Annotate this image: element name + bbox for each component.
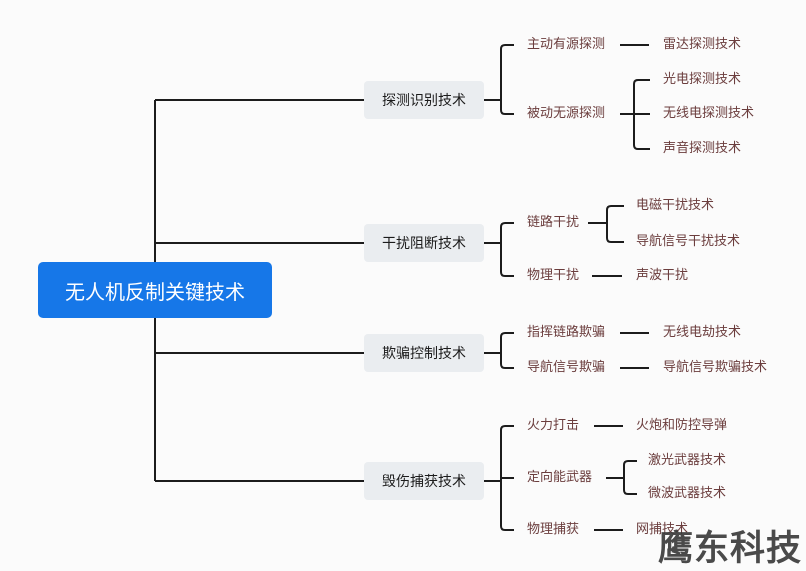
watermark: 鹰东科技 — [657, 529, 802, 569]
branch-node[interactable]: 欺骗控制技术 — [364, 334, 484, 372]
leaf-node[interactable]: 导航信号欺骗技术 — [663, 360, 768, 375]
subtopic-node[interactable]: 链路干扰 — [527, 215, 580, 230]
leaf-node[interactable]: 火炮和防控导弹 — [636, 418, 728, 433]
b4-c2-bracket — [623, 460, 637, 495]
b2-c1-bracket — [606, 205, 624, 243]
subtopic-node[interactable]: 定向能武器 — [527, 470, 593, 485]
leaf-node[interactable]: 无线电探测技术 — [663, 106, 755, 121]
subtopic-node[interactable]: 物理捕获 — [527, 522, 580, 537]
subtopic-node[interactable]: 指挥链路欺骗 — [527, 325, 606, 340]
subtopic-node[interactable]: 主动有源探测 — [527, 37, 606, 52]
branch-node[interactable]: 探测识别技术 — [364, 81, 484, 119]
subtopic-node[interactable]: 物理干扰 — [527, 268, 580, 283]
leaf-node[interactable]: 导航信号干扰技术 — [636, 234, 741, 249]
leaf-node[interactable]: 电磁干扰技术 — [636, 198, 715, 213]
b1-bracket — [500, 44, 514, 115]
leaf-node[interactable]: 雷达探测技术 — [663, 37, 742, 52]
root-node[interactable]: 无人机反制关键技术 — [38, 262, 272, 318]
subtopic-node[interactable]: 被动无源探测 — [527, 106, 606, 121]
leaf-node[interactable]: 网捕技术 — [636, 522, 689, 537]
branch-node[interactable]: 毁伤捕获技术 — [364, 462, 484, 500]
subtopic-node[interactable]: 导航信号欺骗 — [527, 360, 606, 375]
leaf-node[interactable]: 无线电劫技术 — [663, 325, 742, 340]
leaf-node[interactable]: 声音探测技术 — [663, 141, 742, 156]
b3-bracket — [500, 332, 514, 369]
leaf-node[interactable]: 激光武器技术 — [648, 453, 727, 468]
leaf-node[interactable]: 微波武器技术 — [648, 486, 727, 501]
subtopic-node[interactable]: 火力打击 — [527, 418, 580, 433]
leaf-node[interactable]: 声波干扰 — [636, 268, 689, 283]
leaf-node[interactable]: 光电探测技术 — [663, 72, 742, 87]
b2-bracket — [500, 222, 514, 277]
branch-node[interactable]: 干扰阻断技术 — [364, 224, 484, 262]
